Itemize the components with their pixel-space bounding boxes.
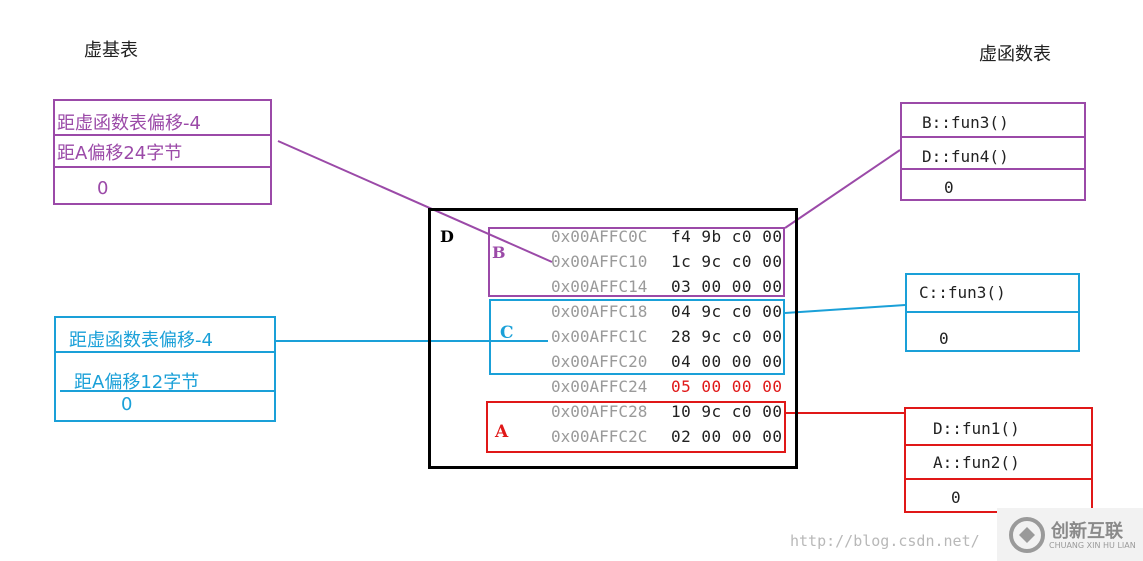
c-vbtable-row-offset-a: 距A偏移12字节 [60, 353, 274, 393]
a-vftable-slot-0: D::fun1() [906, 409, 1091, 446]
vbtable-title: 虚基表 [84, 40, 138, 61]
memory-bytes: f4 9b c0 00 [671, 227, 783, 246]
memory-row: 0x00AFFC20 04 00 00 00 [551, 352, 851, 377]
logo-subtext: CHUANG XIN HU LIAN [1049, 541, 1136, 550]
memory-row: 0x00AFFC0C f4 9b c0 00 [551, 227, 851, 252]
b-vbtable-row-end: 0 [97, 178, 109, 199]
memory-bytes: 02 00 00 00 [671, 427, 783, 446]
memory-row: 0x00AFFC14 03 00 00 00 [551, 277, 851, 302]
c-vftable-end: 0 [939, 329, 949, 348]
memory-row: 0x00AFFC1C 28 9c c0 00 [551, 327, 851, 352]
memory-row: 0x00AFFC18 04 9c c0 00 [551, 302, 851, 327]
b-vbtable-row-offset-a: 距A偏移24字节 [55, 136, 270, 168]
memory-address: 0x00AFFC2C [551, 427, 648, 446]
c-vftable: C::fun3() 0 [905, 273, 1080, 352]
memory-bytes: 03 00 00 00 [671, 277, 783, 296]
memory-bytes: 1c 9c c0 00 [671, 252, 783, 271]
memory-address: 0x00AFFC0C [551, 227, 648, 246]
memory-address: 0x00AFFC18 [551, 302, 648, 321]
b-subobject: B [488, 227, 785, 297]
a-subobject-label: A [495, 422, 509, 442]
memory-row: 0x00AFFC28 10 9c c0 00 [551, 402, 851, 427]
memory-row: 0x00AFFC24 05 00 00 00 [551, 377, 851, 402]
memory-address: 0x00AFFC14 [551, 277, 648, 296]
memory-address: 0x00AFFC10 [551, 252, 648, 271]
memory-dump: 0x00AFFC0C f4 9b c0 00 0x00AFFC10 1c 9c … [551, 225, 791, 455]
b-vbtable-connector [277, 140, 553, 263]
c-vbtable-row-end: 0 [121, 394, 133, 415]
memory-bytes: 10 9c c0 00 [671, 402, 783, 421]
memory-bytes: 04 00 00 00 [671, 352, 783, 371]
a-vftable-end: 0 [951, 488, 961, 507]
d-object: D [428, 208, 798, 469]
b-vftable-slot-1: D::fun4() [902, 138, 1084, 170]
d-object-label: D [440, 227, 454, 246]
c-vbtable: 距虚函数表偏移-4 距A偏移12字节 0 [54, 316, 276, 422]
a-vftable: D::fun1() A::fun2() 0 [904, 407, 1093, 513]
a-vftable-slot-1: A::fun2() [906, 446, 1091, 480]
memory-address: 0x00AFFC1C [551, 327, 648, 346]
b-vbtable-row-offset-vfptr: 距虚函数表偏移-4 [55, 101, 270, 136]
c-subobject-label: C [500, 323, 514, 343]
b-vbtable: 距虚函数表偏移-4 距A偏移24字节 0 [53, 99, 272, 205]
memory-address: 0x00AFFC24 [551, 377, 648, 396]
c-vbtable-row-offset-vfptr: 距虚函数表偏移-4 [56, 318, 274, 353]
b-subobject-label: B [492, 243, 506, 262]
memory-bytes-highlighted: 05 00 00 00 [671, 377, 783, 396]
a-subobject: A [486, 401, 786, 453]
b-vftable-connector [784, 149, 901, 229]
c-vftable-slot-0: C::fun3() [907, 275, 1078, 313]
memory-bytes: 04 9c c0 00 [671, 302, 783, 321]
b-vftable: B::fun3() D::fun4() 0 [900, 102, 1086, 201]
watermark-url: http://blog.csdn.net/ [790, 532, 980, 550]
memory-address: 0x00AFFC28 [551, 402, 648, 421]
c-subobject: C [489, 299, 785, 375]
b-vftable-end: 0 [944, 178, 954, 197]
logo-text: 创新互联 [1051, 521, 1123, 542]
memory-row: 0x00AFFC10 1c 9c c0 00 [551, 252, 851, 277]
logo-icon [1009, 517, 1045, 553]
brand-logo: 创新互联 CHUANG XIN HU LIAN [997, 508, 1143, 561]
vftable-title: 虚函数表 [979, 44, 1051, 65]
memory-bytes: 28 9c c0 00 [671, 327, 783, 346]
memory-address: 0x00AFFC20 [551, 352, 648, 371]
memory-row: 0x00AFFC2C 02 00 00 00 [551, 427, 851, 452]
c-vftable-connector [784, 304, 906, 314]
b-vftable-slot-0: B::fun3() [902, 104, 1084, 138]
